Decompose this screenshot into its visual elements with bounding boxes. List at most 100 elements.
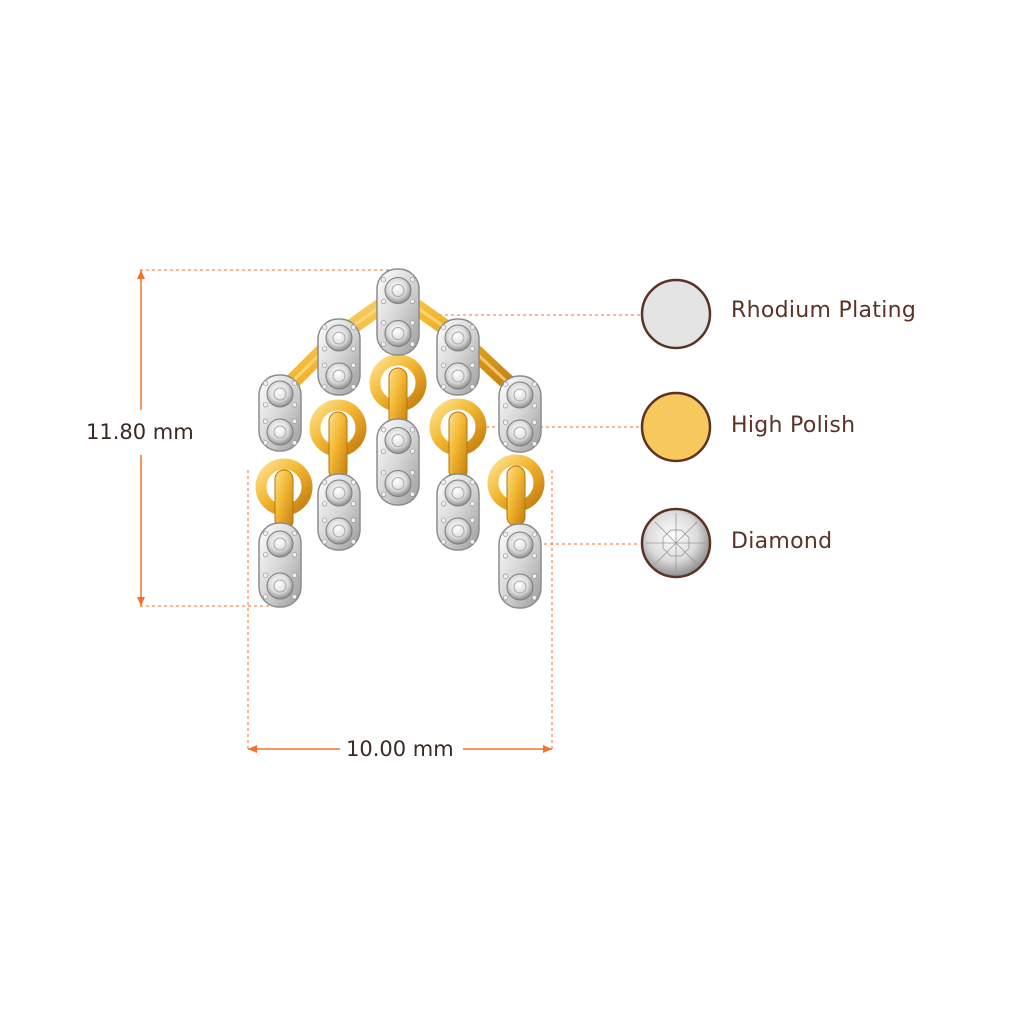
prong (503, 441, 509, 447)
legend-label-rhodium: Rhodium Plating (731, 298, 917, 323)
diamond-facet (513, 426, 527, 440)
diamond-facet (513, 388, 527, 402)
prong (469, 517, 476, 523)
prong (350, 362, 357, 368)
diamond-facet-line (654, 542, 677, 565)
prong (263, 552, 269, 558)
diamond-stone (266, 530, 294, 558)
diamond-stone (266, 572, 294, 600)
prong (322, 479, 328, 485)
diamond-stone (384, 320, 412, 347)
diamond-stone (384, 470, 412, 497)
gold-link (448, 411, 468, 481)
prong (503, 419, 509, 425)
prong (263, 380, 269, 386)
diamond-facet (332, 331, 346, 345)
prong (531, 595, 538, 601)
height-arrow-bottom (137, 597, 145, 606)
gold-link (274, 469, 294, 531)
prong (441, 479, 447, 485)
prong (322, 384, 328, 390)
diamond-facet (391, 284, 405, 297)
diamond-stone (506, 573, 534, 601)
prong (469, 501, 476, 507)
prong (409, 470, 416, 476)
diamond-stone (325, 362, 353, 390)
diamond-stone (325, 479, 353, 507)
high-polish-swatch-icon (640, 391, 712, 463)
prong (263, 594, 269, 600)
diamond-facet (332, 369, 346, 383)
rhodium-swatch-icon (640, 278, 712, 350)
prong (322, 517, 328, 523)
width-arrow-left (248, 745, 257, 753)
prong (503, 381, 509, 387)
prong (503, 595, 509, 601)
width-arrow-right (543, 745, 552, 753)
prong (291, 440, 298, 446)
diamond-stone (506, 419, 534, 447)
prong (381, 470, 387, 476)
diamond-facet-line (675, 542, 698, 565)
prong (350, 384, 357, 390)
prong (263, 530, 269, 536)
prong (503, 531, 509, 537)
prong (469, 539, 476, 545)
diamond-stone (266, 418, 294, 446)
prong (469, 362, 476, 368)
diamond-facet (273, 387, 287, 401)
diamond-stone (506, 531, 534, 559)
diamond-facet-line (654, 521, 677, 544)
prong (291, 552, 298, 558)
prong (441, 346, 447, 352)
prong (350, 517, 357, 523)
diamond-stone (325, 324, 353, 352)
diamond-facet (451, 331, 465, 345)
prong (381, 277, 387, 283)
prong (503, 403, 509, 409)
prong (322, 539, 328, 545)
diamond-facet (273, 579, 287, 593)
prong (531, 381, 538, 387)
diamond-facet (332, 524, 346, 538)
prong (350, 501, 357, 507)
prong (291, 402, 298, 408)
prong (291, 418, 298, 424)
prong (469, 346, 476, 352)
prong (441, 384, 447, 390)
prong (441, 517, 447, 523)
diamond-facet (451, 369, 465, 383)
prong (531, 441, 538, 447)
diamond-table-facet (662, 529, 690, 557)
prong (409, 341, 416, 347)
prong (350, 539, 357, 545)
prong (531, 419, 538, 425)
diamond-facet (273, 425, 287, 439)
prong (531, 553, 538, 559)
prong (441, 324, 447, 330)
prong (381, 448, 387, 454)
diamond-stone (444, 362, 472, 390)
prong (263, 572, 269, 578)
prong (409, 320, 416, 326)
prong (263, 402, 269, 408)
diamond-facet (332, 486, 346, 500)
prong (291, 572, 298, 578)
diamond-facet (451, 486, 465, 500)
diamond-facet-line (675, 521, 698, 544)
diamond-stone (444, 479, 472, 507)
prong (531, 403, 538, 409)
prong (409, 448, 416, 454)
prong (291, 380, 298, 386)
diamond-stone (325, 517, 353, 545)
legend-label-high-polish: High Polish (731, 413, 856, 438)
prong (503, 573, 509, 579)
prong (350, 324, 357, 330)
height-label: 11.80 mm (86, 420, 194, 444)
prong (350, 479, 357, 485)
height-dimension (137, 269, 400, 607)
prong (291, 530, 298, 536)
prong (322, 362, 328, 368)
legend-swatches (640, 278, 712, 579)
